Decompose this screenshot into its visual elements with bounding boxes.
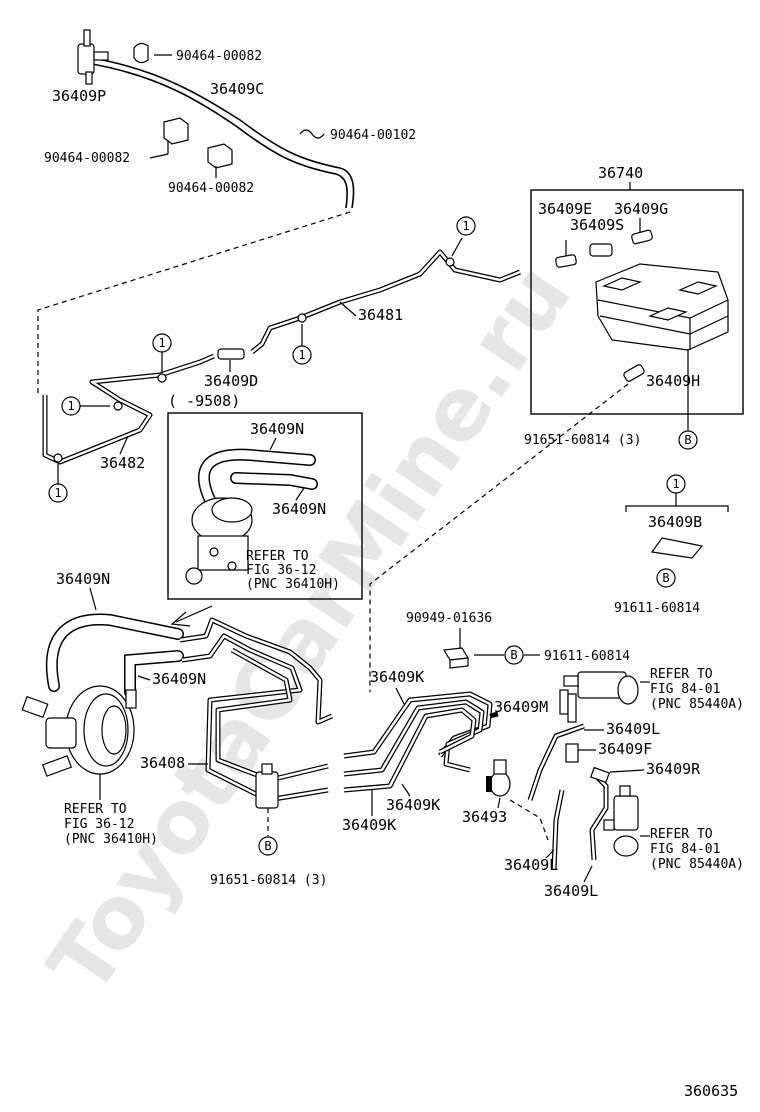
label-36409l-c: 36409L [544,882,598,900]
pipe-assy-36408 [179,617,333,809]
svg-text:1: 1 [298,348,305,362]
callout-b-bottom: B [258,836,278,856]
vsv-upper [559,671,639,715]
label-36409n-box-2: 36409N [272,500,326,518]
clip-90464-00102 [299,129,325,139]
clip-90464-00082-left [163,117,189,145]
callout-1-d: 1 [292,324,312,365]
label-90464-00102: 90464-00102 [330,128,416,143]
label-90949-01636: 90949-01636 [406,611,492,626]
label-36408: 36408 [140,754,185,772]
callout-1-a: 1 [152,333,172,372]
callout-b-top: B [678,430,698,450]
clip-90464-00082-mid [207,143,233,169]
canister-36740-box [530,189,744,415]
callout-1-right: 1 [666,474,686,494]
brake-booster [21,685,137,777]
label-36409k-mid: 36409K [386,796,440,814]
svg-text:B: B [684,433,691,447]
svg-text:1: 1 [672,477,679,491]
watermark: ToyotaCarMine.ru [30,247,591,1012]
hose-36409n-left [45,613,184,698]
ref-right-top-2: FIG 84-01 [650,682,720,697]
valve-36493 [486,759,511,797]
ref-right-bottom-2: FIG 84-01 [650,842,720,857]
label-36409l-b: 36409L [504,856,558,874]
ref-right-top-3: (PNC 85440A) [650,697,744,712]
callout-b-right: B [656,568,676,588]
label-36481: 36481 [358,306,403,324]
label-36493: 36493 [462,808,507,826]
label-36409e: 36409E [538,200,592,218]
label-36409r: 36409R [646,760,701,778]
label-90464-00082-top: 90464-00082 [176,49,262,64]
ref-right-top-1: REFER TO [650,667,713,682]
label-36409s: 36409S [570,216,624,234]
label-36409b: 36409B [648,513,702,531]
hose-36409c-group [77,29,355,209]
svg-text:B: B [264,839,271,853]
vacuum-actuator-inset [185,497,253,585]
bracket-36409b [650,537,704,559]
label-36409g: 36409G [614,200,668,218]
svg-text:1: 1 [158,336,165,350]
label-91651-60814-bottom: 91651-60814 (3) [210,873,327,888]
label-36409k-low: 36409K [342,816,396,834]
label-91611-60814-right: 91611-60814 [614,601,700,616]
hose-36409m [567,693,577,723]
label-36409n-box-1: 36409N [250,420,304,438]
inset-box-36409n [167,412,363,600]
ref-box-line-3: (PNC 36410H) [246,577,340,592]
label-36409d: 36409D [204,372,258,390]
svg-text:1: 1 [54,486,61,500]
ref-left-line-3: (PNC 36410H) [64,832,158,847]
pipe-36481 [42,249,521,465]
callout-1-b: 1 [61,396,110,416]
canister-36740 [555,218,729,382]
label-9508: ( -9508) [168,392,240,410]
label-91651-60814-top: 91651-60814 (3) [524,433,641,448]
label-36740: 36740 [598,164,643,182]
callout-1-e: 1 [451,216,476,257]
vsv-lower [603,785,639,857]
hoses-36409l [527,723,610,871]
callout-1-c: 1 [48,464,68,503]
ref-left-line-1: REFER TO [64,802,127,817]
ref-right-bottom-3: (PNC 85440A) [650,857,744,872]
label-36409n-left-2: 36409N [152,670,206,688]
ref-box-line-1: REFER TO [246,549,309,564]
label-36409c: 36409C [210,80,264,98]
hose-36409d [217,348,245,360]
ref-left-line-2: FIG 36-12 [64,817,134,832]
hoses-36409k [343,691,499,793]
label-90464-00082-left: 90464-00082 [44,151,130,166]
figure-number: 360635 [684,1082,738,1100]
svg-text:1: 1 [462,219,469,233]
label-36409k-top: 36409K [370,668,424,686]
svg-text:1: 1 [67,399,74,413]
label-36409n-left: 36409N [56,570,110,588]
clip-90464-00082-top [133,42,149,64]
label-36409l-a: 36409L [606,720,660,738]
ref-box-line-2: FIG 36-12 [246,563,316,578]
label-36482: 36482 [100,454,145,472]
connector-36409p [77,43,95,75]
label-36409f: 36409F [598,740,652,758]
label-36409p: 36409P [52,87,106,105]
ref-right-bottom-1: REFER TO [650,827,713,842]
label-36409h: 36409H [646,372,700,390]
view-arrow [175,605,213,623]
callout-b-mid: B [504,645,524,665]
svg-text:B: B [662,571,669,585]
label-36409m: 36409M [494,698,548,716]
svg-text:B: B [510,648,517,662]
label-91611-60814-mid: 91611-60814 [544,649,630,664]
label-90464-00082-mid: 90464-00082 [168,181,254,196]
hose-36409n-inset [197,448,318,506]
